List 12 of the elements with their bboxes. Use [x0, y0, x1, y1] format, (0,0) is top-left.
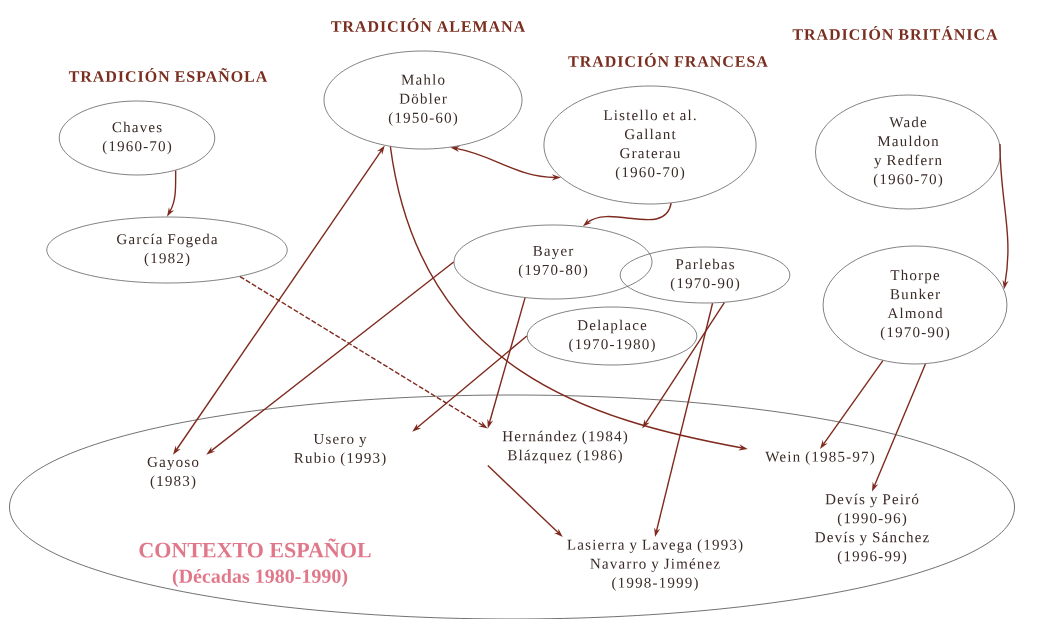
author-text: Gayoso (1983) — [147, 456, 199, 490]
author-text: Devís y Peiró (1990-96) Devís y Sánchez (1996-99) — [815, 493, 929, 565]
context-title: CONTEXTO ESPAÑOL — [139, 538, 371, 558]
author-text: Hernández (1984) Blázquez (1986) — [502, 430, 628, 464]
tradition-heading: TRADICIÓN ALEMANA — [331, 18, 526, 32]
tradition-heading: TRADICIÓN BRITÁNICA — [792, 26, 998, 40]
tradition-heading: TRADICIÓN ESPAÑOLA — [68, 68, 268, 82]
author-text: Usero y Rubio (1993) — [294, 434, 386, 466]
author-text: Lasierra y Lavega (1993) Navarro y Jiménez (1998-1999) — [567, 539, 743, 591]
tradition-heading: TRADICIÓN FRANCESA — [568, 53, 768, 67]
author-text: Wein (1985-97) — [765, 451, 875, 465]
context-title: (Décadas 1980-1990) — [172, 568, 348, 588]
